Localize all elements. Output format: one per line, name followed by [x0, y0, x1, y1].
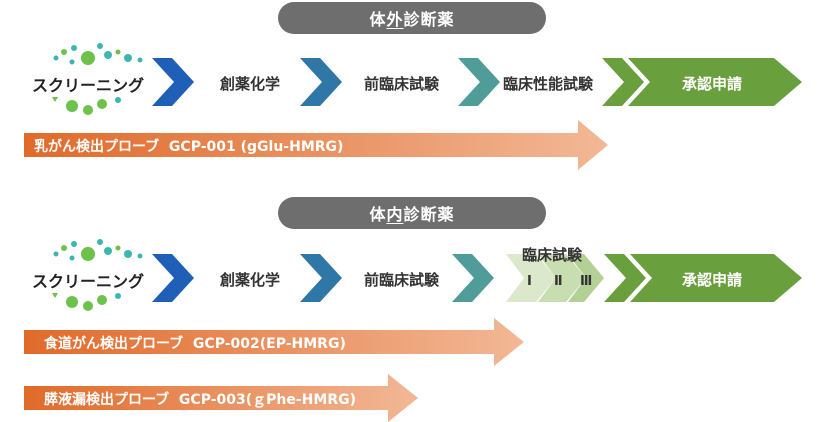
approval-arrow-1 [628, 58, 802, 106]
probe-bar-3 [24, 374, 418, 422]
chevron-1a [152, 58, 194, 106]
phase-3-chevron [568, 254, 604, 302]
stage-clinical-trial: 臨床試験 [522, 246, 583, 264]
probe-code-2: GCP-002(EP-HMRG) [192, 336, 346, 352]
section-suffix: 診断薬 [403, 205, 455, 224]
chevron-2c [452, 254, 494, 302]
probe-label-3: 膵液漏検出プローブ GCP-003(ｇPhe-HMRG) [44, 389, 356, 409]
probe-label-2: 食道がん検出プローブ GCP-002(EP-HMRG) [44, 333, 346, 353]
stage-approval-2: 承認申請 [682, 271, 743, 289]
stage-preclinical-1: 前臨床試験 [364, 75, 440, 93]
section-header-in-vivo: 体内診断薬 [278, 197, 546, 229]
approval-arrow-2 [630, 254, 802, 302]
screening-dots-top-1 [53, 43, 143, 65]
probe-code-3: GCP-003(ｇPhe-HMRG) [178, 392, 356, 408]
section-underlined: 外 [386, 10, 404, 29]
probe-name-3: 膵液漏検出プローブ [44, 392, 170, 408]
section-header-in-vitro: 体外診断薬 [278, 2, 546, 34]
stage-drug-creation-2: 創薬化学 [220, 271, 281, 289]
probe-label-1: 乳がん検出プローブ GCP-001 (gGlu-HMRG) [34, 136, 343, 156]
section-prefix: 体 [369, 205, 387, 224]
screening-dots-bottom-1 [52, 97, 121, 115]
probe-bar-2 [24, 318, 524, 366]
chevron-1c [458, 58, 500, 106]
phase-3-label: Ⅲ [580, 274, 593, 289]
probe-code-1: GCP-001 (gGlu-HMRG) [168, 139, 344, 155]
phase-2-chevron [538, 254, 586, 302]
chevron-2d [604, 254, 646, 302]
stage-preclinical-2: 前臨床試験 [364, 271, 440, 289]
chevron-2b [300, 254, 342, 302]
stage-drug-creation-1: 創薬化学 [220, 75, 281, 93]
probe-name-2: 食道がん検出プローブ [44, 336, 184, 352]
stage-clinical-performance: 臨床性能試験 [503, 75, 594, 93]
probe-name-1: 乳がん検出プローブ [34, 139, 160, 155]
chevron-1d [602, 58, 644, 106]
phase-1-label: Ⅰ [527, 274, 532, 289]
stage-screening-2: スクリーニング [32, 272, 145, 291]
screening-dots-bottom-2 [52, 293, 121, 311]
phase-2-label: Ⅱ [554, 274, 563, 289]
phase-1-chevron [506, 254, 556, 302]
chevron-1b [300, 58, 342, 106]
section-suffix: 診断薬 [403, 10, 455, 29]
stage-screening-1: スクリーニング [32, 76, 145, 95]
section-prefix: 体 [369, 10, 387, 29]
stage-approval-1: 承認申請 [682, 75, 743, 93]
chevron-2a [152, 254, 194, 302]
screening-dots-top-2 [53, 239, 143, 261]
probe-bar-1 [24, 120, 608, 170]
section-underlined: 内 [386, 205, 404, 224]
